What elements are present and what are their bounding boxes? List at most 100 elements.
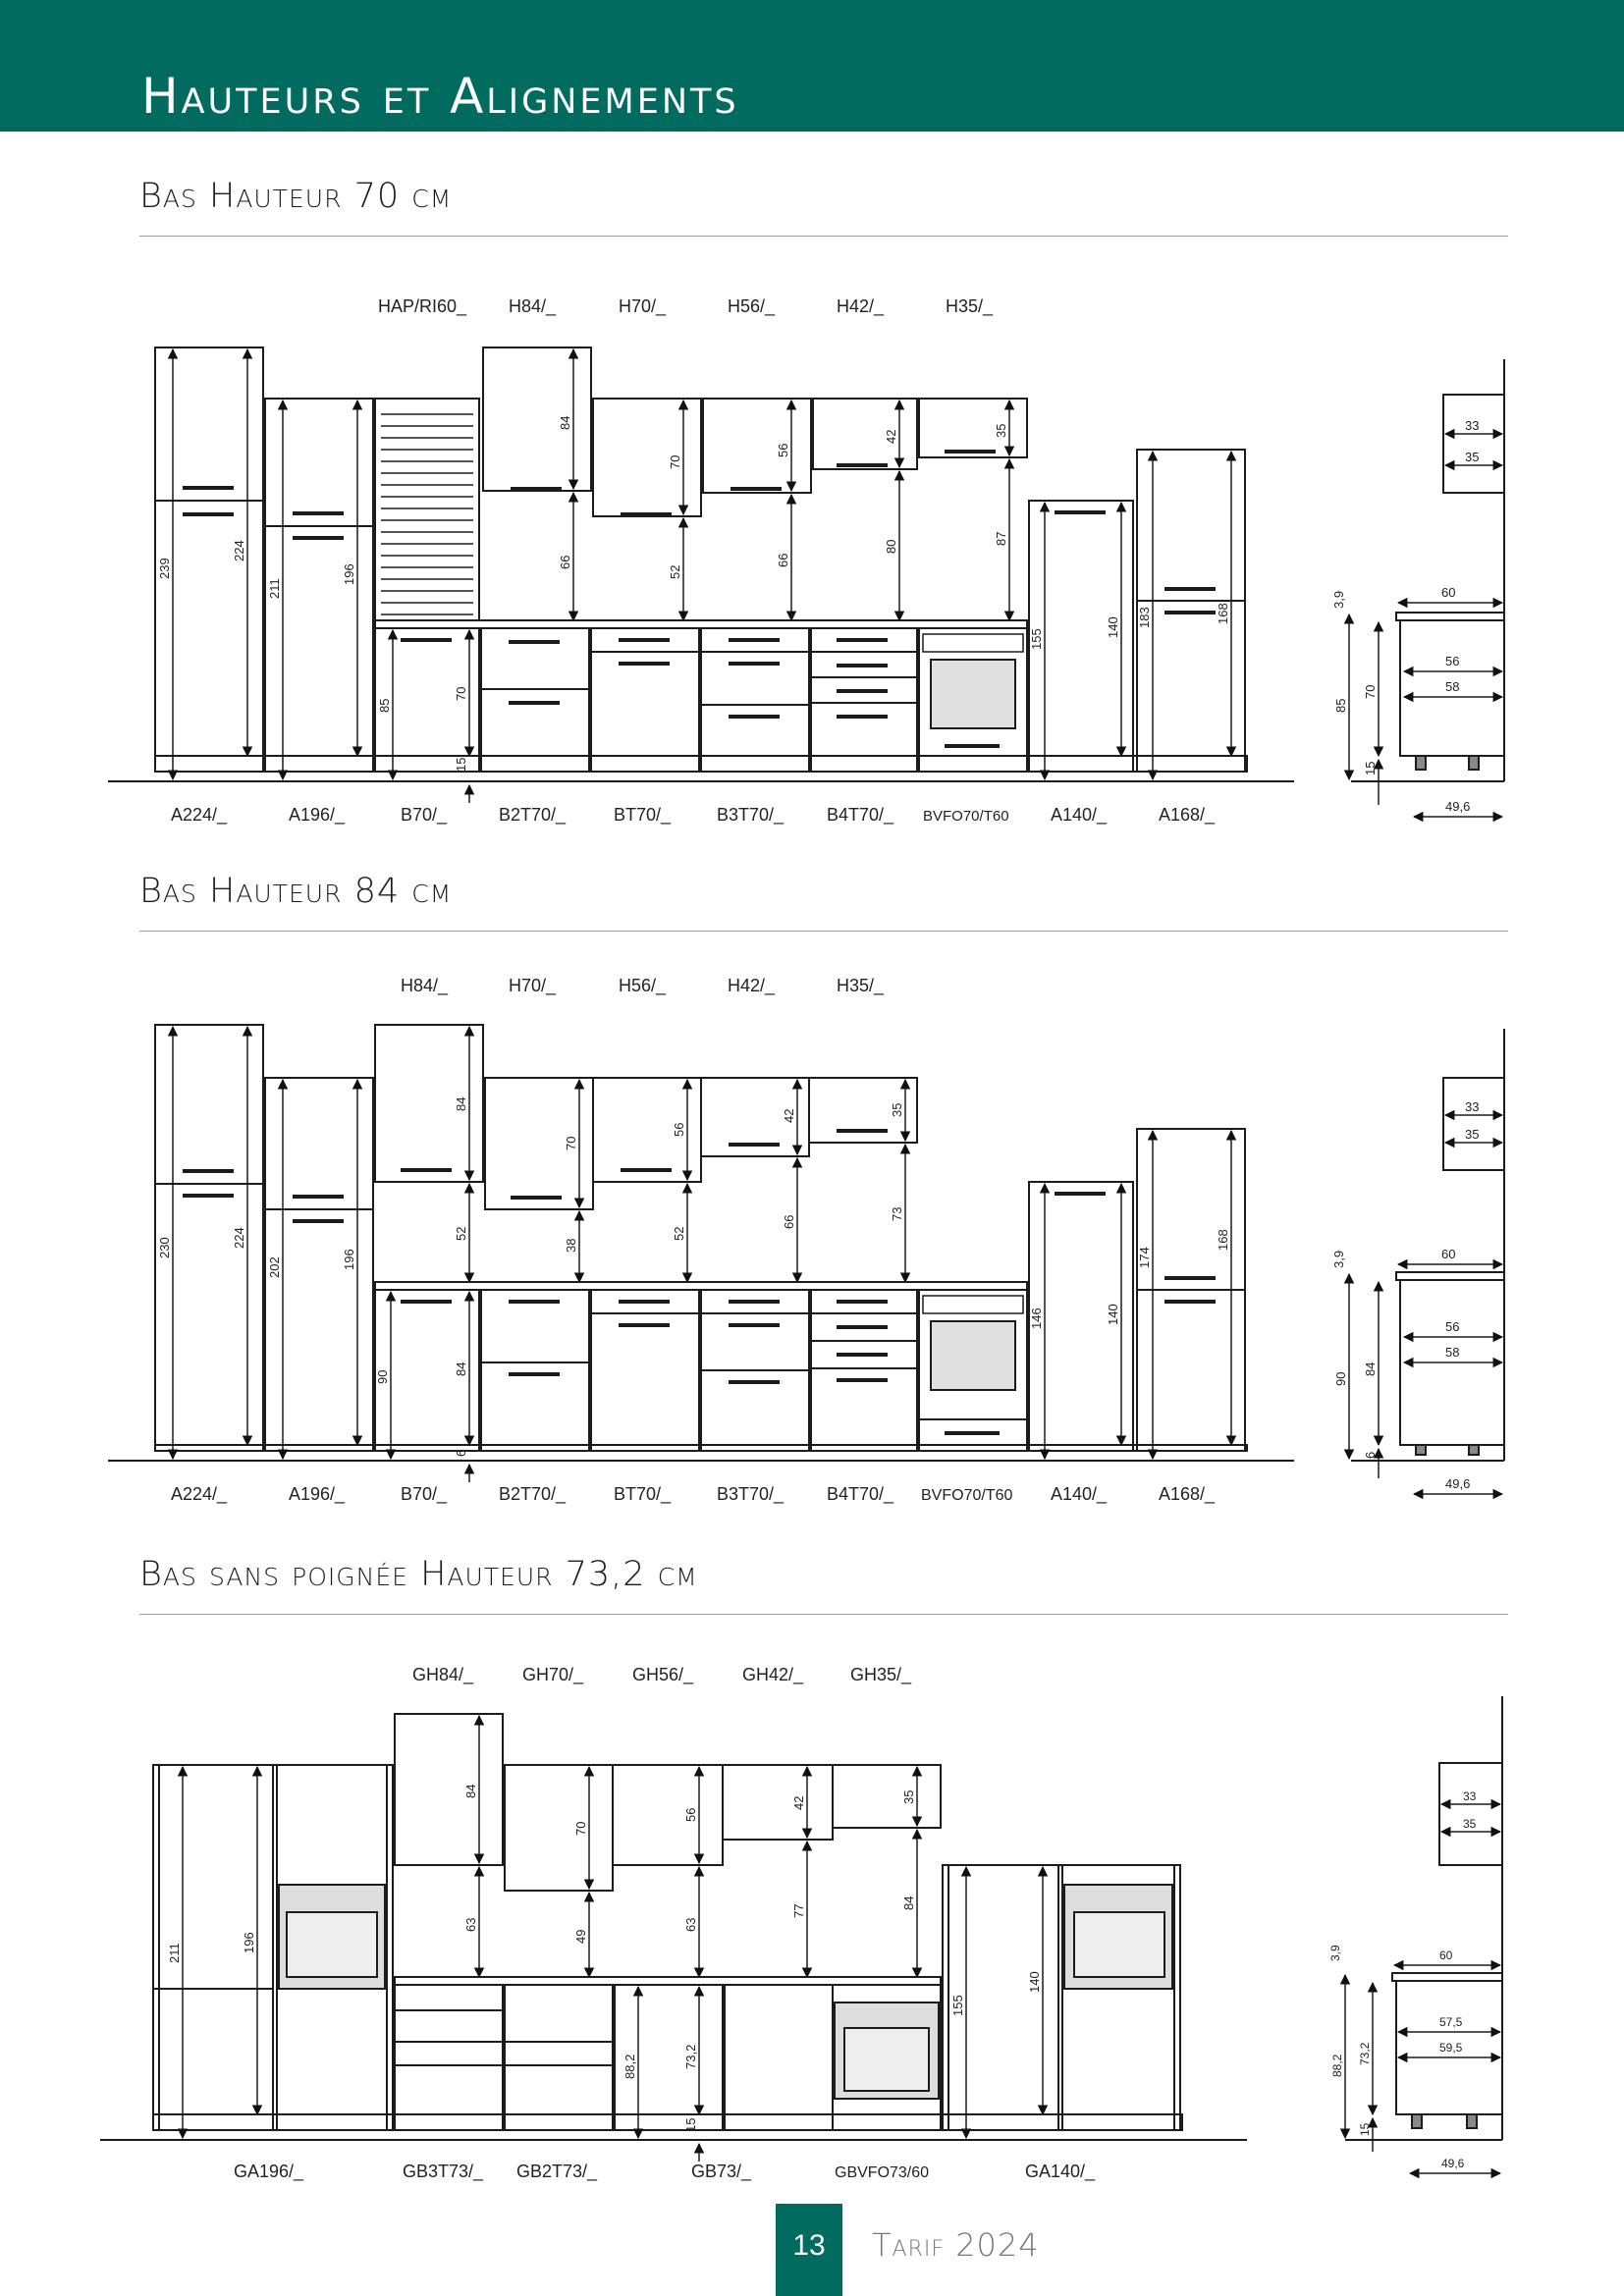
svg-text:70: 70 (573, 1822, 588, 1836)
svg-text:88,2: 88,2 (623, 2055, 637, 2079)
svg-text:A168/_: A168/_ (1159, 805, 1216, 826)
svg-text:155: 155 (950, 1995, 965, 2016)
svg-text:33: 33 (1465, 418, 1479, 433)
svg-text:GBVFO73/60: GBVFO73/60 (835, 2164, 929, 2181)
wall-cabinet (812, 398, 918, 470)
side-view: 33 35 3,9 60 57,5 59,5 88,2 73,2 15 49,6 (1328, 1696, 1503, 2179)
svg-text:33: 33 (1465, 1099, 1479, 1114)
svg-text:3,9: 3,9 (1331, 591, 1346, 609)
side-view: 33 35 3,9 60 56 58 85 70 15 49,6 (1331, 359, 1505, 823)
tall-cabinet (1136, 449, 1246, 773)
svg-text:A224/_: A224/_ (171, 805, 228, 826)
svg-text:56: 56 (1445, 1319, 1459, 1334)
worktop (374, 619, 1028, 629)
svg-text:BT70/_: BT70/_ (614, 805, 672, 826)
section-title-3: Bas sans poignée Hauteur 73,2 cm (139, 1555, 698, 1594)
svg-text:49: 49 (573, 1930, 588, 1944)
svg-text:35: 35 (1465, 450, 1479, 464)
svg-text:85: 85 (377, 699, 392, 713)
svg-text:63: 63 (683, 1918, 698, 1932)
svg-text:80: 80 (884, 540, 898, 554)
svg-text:GH56/_: GH56/_ (632, 1665, 694, 1685)
svg-text:GA196/_: GA196/_ (234, 2162, 304, 2182)
svg-text:155: 155 (1029, 628, 1044, 650)
svg-text:146: 146 (1029, 1308, 1044, 1329)
svg-text:202: 202 (267, 1256, 282, 1278)
svg-text:77: 77 (791, 1904, 806, 1918)
top-label: H56/_ (728, 296, 776, 317)
svg-text:GH42/_: GH42/_ (742, 1665, 804, 1685)
section-rule-2 (139, 931, 1508, 932)
svg-text:42: 42 (782, 1109, 796, 1123)
svg-text:196: 196 (342, 563, 356, 585)
svg-text:168: 168 (1216, 603, 1230, 624)
svg-text:183: 183 (1137, 607, 1152, 628)
top-label: H84/_ (509, 296, 557, 317)
svg-text:56: 56 (672, 1123, 686, 1137)
svg-text:84: 84 (463, 1785, 478, 1798)
svg-text:58: 58 (1445, 1345, 1459, 1360)
svg-text:6: 6 (1363, 1452, 1378, 1459)
svg-text:GB2T73/_: GB2T73/_ (516, 2162, 598, 2182)
svg-text:GB3T73/_: GB3T73/_ (403, 2162, 484, 2182)
svg-text:87: 87 (994, 532, 1008, 546)
svg-text:BVFO70/T60: BVFO70/T60 (921, 1487, 1012, 1504)
svg-text:3,9: 3,9 (1331, 1251, 1346, 1268)
svg-text:A196/_: A196/_ (289, 1484, 346, 1505)
svg-text:60: 60 (1441, 585, 1455, 600)
svg-text:B3T70/_: B3T70/_ (717, 1484, 785, 1505)
svg-text:56: 56 (1445, 654, 1459, 668)
svg-text:GH70/_: GH70/_ (522, 1665, 584, 1685)
svg-text:B2T70/_: B2T70/_ (499, 805, 567, 826)
svg-text:15: 15 (1363, 762, 1378, 775)
svg-text:73,2: 73,2 (1358, 2042, 1372, 2065)
svg-text:52: 52 (672, 1227, 686, 1241)
svg-text:GH35/_: GH35/_ (850, 1665, 912, 1685)
svg-text:A140/_: A140/_ (1051, 805, 1108, 826)
svg-text:70: 70 (1363, 685, 1378, 699)
svg-text:A196/_: A196/_ (289, 805, 346, 826)
svg-text:15: 15 (454, 758, 468, 772)
svg-text:H56/_: H56/_ (619, 976, 667, 996)
svg-text:A140/_: A140/_ (1051, 1484, 1108, 1505)
svg-text:140: 140 (1106, 1304, 1120, 1325)
svg-text:42: 42 (884, 430, 898, 444)
svg-text:A168/_: A168/_ (1159, 1484, 1216, 1505)
svg-text:GA140/_: GA140/_ (1025, 2162, 1096, 2182)
svg-text:58: 58 (1445, 679, 1459, 694)
svg-text:A224/_: A224/_ (171, 1484, 228, 1505)
svg-text:66: 66 (558, 556, 572, 569)
svg-text:B4T70/_: B4T70/_ (827, 1484, 894, 1505)
svg-text:6: 6 (454, 1450, 468, 1457)
svg-text:42: 42 (791, 1796, 806, 1810)
top-label: H70/_ (619, 296, 667, 317)
svg-text:56: 56 (683, 1808, 698, 1822)
svg-text:90: 90 (375, 1370, 390, 1384)
svg-text:70: 70 (668, 455, 682, 469)
svg-text:49,6: 49,6 (1445, 799, 1470, 814)
svg-text:224: 224 (232, 540, 246, 561)
hood-cabinet (374, 398, 480, 621)
svg-text:GB73/_: GB73/_ (691, 2162, 752, 2182)
svg-text:73,2: 73,2 (683, 2045, 698, 2069)
svg-text:84: 84 (901, 1896, 916, 1910)
page-number: 13 (792, 2229, 826, 2262)
page-title: Hauteurs et Alignements (141, 68, 739, 125)
svg-text:B4T70/_: B4T70/_ (827, 805, 894, 826)
svg-text:70: 70 (564, 1137, 578, 1150)
svg-text:168: 168 (1216, 1229, 1230, 1251)
section-title-1: Bas Hauteur 70 cm (139, 177, 453, 216)
page-number-box: 13 (776, 2204, 842, 2296)
svg-text:84: 84 (558, 416, 572, 430)
svg-text:BT70/_: BT70/_ (614, 1484, 672, 1505)
svg-text:140: 140 (1106, 616, 1120, 638)
svg-text:35: 35 (994, 424, 1008, 438)
svg-text:57,5: 57,5 (1439, 2015, 1463, 2029)
svg-text:B70/_: B70/_ (401, 805, 448, 826)
svg-text:H70/_: H70/_ (509, 976, 557, 996)
svg-text:15: 15 (683, 2118, 698, 2132)
kitchen-diagram-3: GH84/_ GH70/_ GH56/_ GH42/_ GH35/_ (0, 1653, 1624, 2242)
svg-text:196: 196 (242, 1932, 256, 1953)
svg-text:35: 35 (1465, 1127, 1479, 1142)
svg-text:84: 84 (454, 1362, 468, 1376)
